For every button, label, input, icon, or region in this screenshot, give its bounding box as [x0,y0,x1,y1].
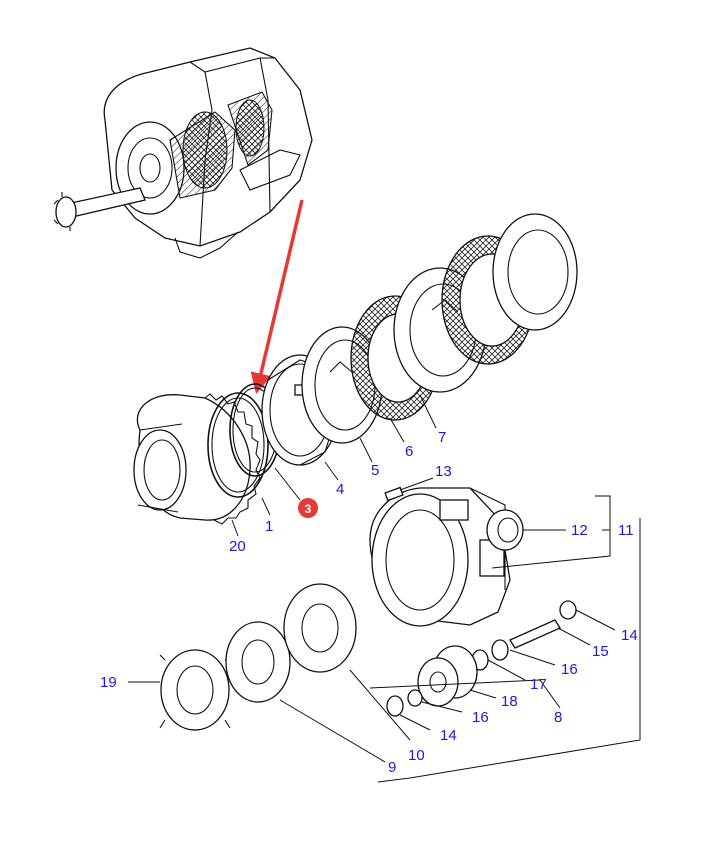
label-15: 15 [592,643,609,660]
label-1: 1 [265,518,273,535]
label-9: 9 [388,759,396,776]
label-8: 8 [554,709,562,726]
label-13: 13 [435,463,452,480]
label-11: 11 [618,522,634,539]
part-9-gear [225,621,291,703]
part-10-gear [283,583,357,673]
pointer-arrow [250,199,304,395]
part-19-coupler [159,649,231,731]
label-16-left: 16 [472,709,489,726]
part-1-snap-ring [207,392,269,498]
end-plate [492,213,578,331]
label-5: 5 [371,462,379,479]
label-19: 19 [100,674,117,691]
label-17: 17 [530,676,547,693]
part-15-shaft [471,600,577,671]
label-7: 7 [438,429,446,446]
label-10: 10 [408,747,425,764]
leader-lines [128,394,641,783]
label-14-right: 14 [621,627,638,644]
label-18: 18 [501,693,518,710]
part-20-gear-hub [133,393,261,525]
part-18-cluster-gear [417,645,478,707]
part-13-bolt [384,486,404,502]
part-12-bushing [486,509,524,551]
label-16-right: 16 [561,661,578,678]
washer-14-left [386,689,423,717]
label-6: 6 [405,443,413,460]
label-3: 3 [305,502,312,516]
highlight-badge-part-3 [298,498,318,518]
label-20: 20 [229,538,246,555]
label-12: 12 [571,522,588,539]
label-4: 4 [336,481,344,498]
transmission-overview [53,47,313,259]
label-14-left: 14 [440,727,457,744]
part-11-housing [369,487,511,627]
